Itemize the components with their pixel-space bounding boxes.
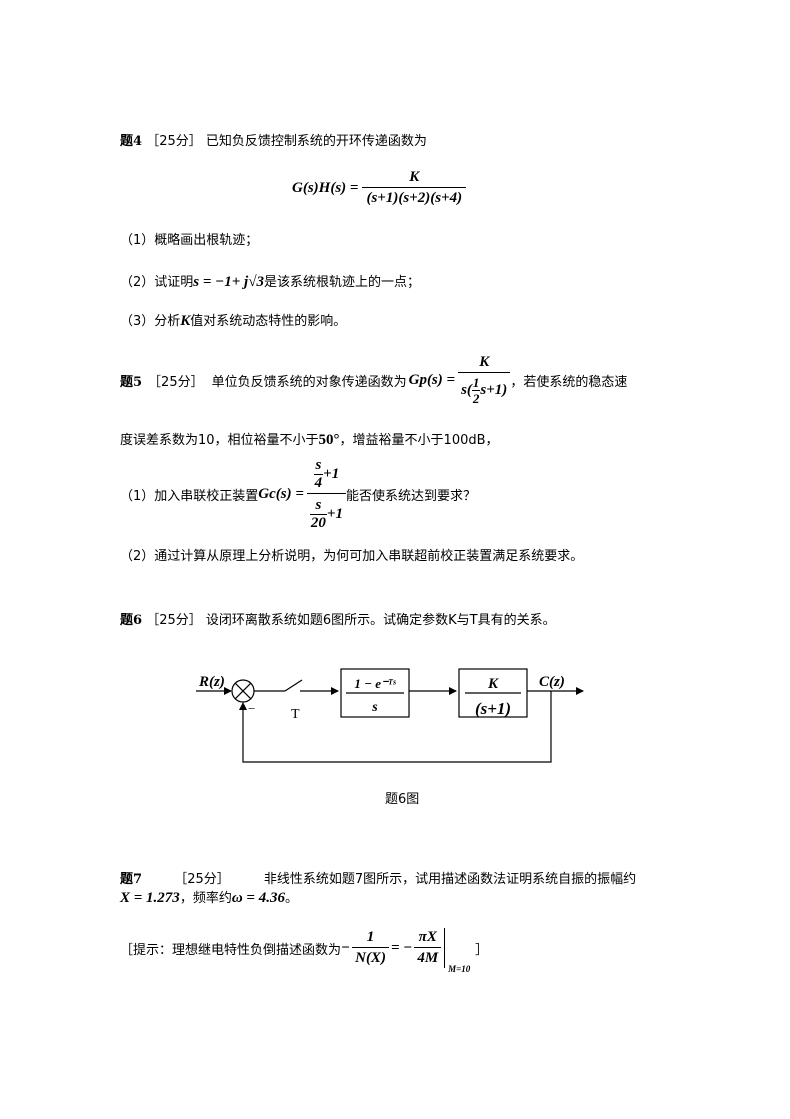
q4-eq-lhs: G(s)H(s) = [292, 179, 359, 196]
q4-heading: 题4 ［25分］ 已知负反馈控制系统的开环传递函数为 [120, 133, 427, 151]
q6-heading: 题6 ［25分］ 设闭环离散系统如题6图所示。试确定参数K与T具有的关系。 [120, 612, 556, 630]
q7-score: ［25分］ [174, 872, 230, 887]
q5-gc-den: s 20 +1 [306, 493, 346, 531]
q7-line2: X = 1.273，频率约ω = 4.36。 [120, 889, 298, 908]
q4-score: ［25分］ [146, 134, 202, 149]
q4-item2-post: 是该系统根轨迹上的一点； [263, 275, 420, 290]
q5-gp-num: K [479, 354, 490, 370]
q7-frequency: ω = 4.36 [231, 890, 285, 906]
q4-item1: （1）概略画出根轨迹； [120, 233, 259, 248]
q5-gc-lhs: Gc(s) = [258, 486, 304, 502]
q5-line2-post: ，增益裕量不小于100dB， [339, 433, 499, 448]
q4-item3-post: 值对系统动态特性的影响。 [190, 314, 347, 329]
q7-hint-sub: M=10 [448, 964, 471, 974]
q5-gp-lhs: Gp(s) = [408, 371, 456, 388]
q4-label: 题4 [120, 134, 143, 149]
q7-hint-end: ］ [475, 942, 489, 958]
q7-hint-f2-den: 4M [414, 947, 442, 966]
feedback-arrow-head [239, 702, 247, 710]
q5-score: ［25分］ [148, 374, 204, 390]
q5-line2-pre: 度误差系数为10，相位裕量不小于 [120, 433, 319, 448]
q7-text: 非线性系统如题7图所示，试用描述函数法证明系统自振的振幅约 [263, 872, 637, 887]
q4-item2-pre: （2）试证明 [120, 275, 194, 290]
diagram-minus-sign: − [248, 701, 255, 716]
q5-gp-den-frac-num: 1 [472, 375, 480, 390]
q7-hint-eq: = − [390, 939, 413, 956]
block-plant-numerator: K [487, 676, 499, 692]
q4-text: 已知负反馈控制系统的开环传递函数为 [205, 134, 427, 149]
q5-gc-num: s 4 +1 [311, 458, 343, 493]
q4-eq-den: (s+1)(s+2)(s+4) [362, 187, 467, 206]
q7-label: 题7 [120, 872, 143, 887]
q5-gc-num-d: 4 [313, 474, 324, 491]
q5-gp-den: s( 1 2 s+1) [458, 372, 511, 406]
q7-line2-end: 。 [284, 891, 298, 906]
feedback-path [242, 691, 552, 763]
q5-item2: （2）通过计算从原理上分析说明，为何可加入串联超前校正装置满足系统要求。 [120, 549, 584, 564]
q5-text: 单位负反馈系统的对象传递函数为 [211, 374, 407, 390]
q6-text: 设闭环离散系统如题6图所示。试确定参数K与T具有的关系。 [205, 613, 556, 628]
q7-hint-f1-den: N(X) [352, 947, 389, 966]
q7-hint: ［提示：理想继电特性负倒描述函数为 − 1 N(X) = − πX 4M M=1… [120, 928, 489, 974]
q7-hint-f2-num: πX [418, 929, 437, 945]
q5-item1: （1）加入串联校正装置 Gc(s) = s 4 +1 s 20 +1 能否使系统… [120, 458, 476, 531]
q4-item3-math: K [180, 313, 191, 329]
q4-equation: G(s)H(s) = K (s+1)(s+2)(s+4) [292, 169, 467, 206]
q5-gc-num-s: s [315, 457, 322, 473]
q4-item2: （2）试证明s = −1+ j√3是该系统根轨迹上的一点； [120, 273, 420, 292]
diagram-sampler-label: T [291, 707, 300, 722]
q5-gc-num-tail: +1 [323, 466, 340, 482]
q5-gc-den-d: 20 [309, 514, 327, 531]
q5-line2: 度误差系数为10，相位裕量不小于50°，增益裕量不小于100dB， [120, 431, 499, 450]
q7-line2-mid: ，频率约 [179, 891, 232, 906]
q6-label: 题6 [120, 613, 143, 628]
block-zoh-numerator: 1 − e⁻ᵀˢ [354, 676, 396, 691]
q5-item1-pre: （1）加入串联校正装置 [120, 489, 259, 504]
q5-gc-equation: Gc(s) = s 4 +1 s 20 +1 [258, 458, 346, 531]
q4-item2-math: s = −1+ j√3 [193, 274, 264, 290]
q4-item3-pre: （3）分析 [120, 314, 181, 329]
q5-heading: 题5 ［25分］ 单位负反馈系统的对象传递函数为 Gp(s) = K s( 1 … [120, 355, 628, 406]
q5-label: 题5 [120, 374, 143, 390]
block-zoh-denominator: s [371, 700, 378, 715]
q5-gp-den-s: s( [461, 382, 472, 398]
q4-item3: （3）分析K值对系统动态特性的影响。 [120, 312, 346, 331]
q5-gp-den-frac-den: 2 [471, 390, 481, 406]
q7-amplitude: X = 1.273 [120, 890, 180, 906]
q7-hint-eval-bar: M=10 [444, 928, 470, 974]
q7-hint-equation: − 1 N(X) = − πX 4M M=10 [341, 928, 470, 974]
block-plant-denominator: (s+1) [475, 699, 511, 718]
q7-hint-pre: ［提示：理想继电特性负倒描述函数为 [120, 942, 342, 958]
q7-heading: 题7 ［25分］ 非线性系统如题7图所示，试用描述函数法证明系统自振的振幅约 [120, 871, 636, 889]
q5-gp-den-tail: s+1) [480, 382, 508, 398]
q7-hint-minus: − [341, 939, 351, 956]
q5-phase-margin: 50° [318, 432, 340, 448]
sampler-switch-icon [284, 679, 303, 692]
q6-score: ［25分］ [146, 613, 202, 628]
q5-gc-den-s: s [315, 497, 322, 513]
summing-junction [231, 679, 255, 703]
q5-gp-equation: Gp(s) = K s( 1 2 s+1) [409, 355, 511, 405]
diagram-output-label: C(z) [539, 674, 565, 690]
q5-item1-post: 能否使系统达到要求？ [345, 489, 476, 504]
q5-gc-den-tail: +1 [326, 506, 343, 522]
q5-text2: ，若使系统的稳态速 [510, 374, 628, 390]
q6-figure-caption: 题6图 [385, 792, 420, 807]
diagram-input-label: R(z) [198, 674, 225, 690]
q4-eq-num: K [409, 169, 420, 185]
q7-hint-f1-num: 1 [366, 929, 375, 945]
